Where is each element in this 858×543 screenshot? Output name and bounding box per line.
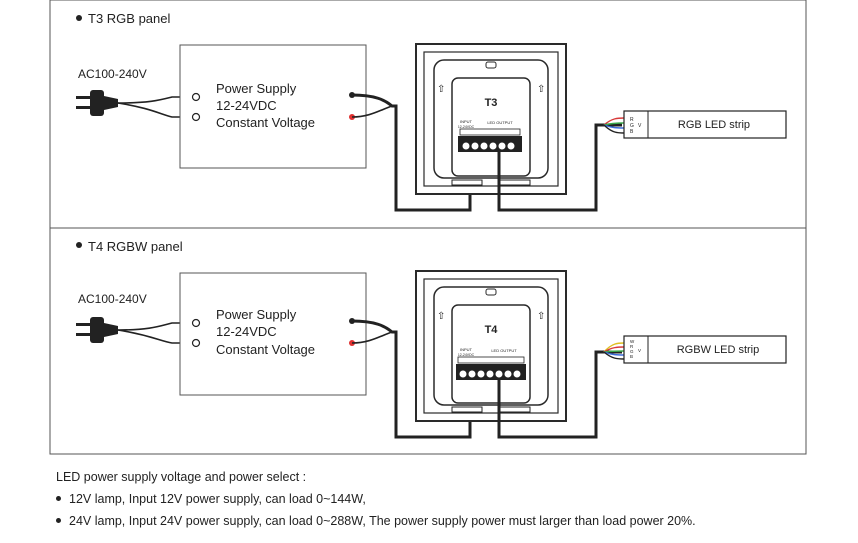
bullet-dot [56,496,61,502]
ac-wire [117,96,192,104]
psu-ac-terminal [191,112,201,122]
panel-model-label: T3 [485,97,498,109]
ac-plug-icon [76,317,118,343]
strip-pin-label: V [638,123,642,129]
bullet-dot [56,518,61,524]
rgb-led-strip [623,110,787,139]
power-select-notes: LED power supply voltage and power selec… [56,466,846,532]
bullet-dot [76,242,82,248]
t4-panel: ⇧ ⇧ T4 INPUT 12-24VDC LED OUTPUT [415,270,567,422]
psu-ac-terminal [191,318,201,328]
bullet-dot [76,15,82,21]
psu-ac-terminal [191,338,201,348]
strip-pin-label: B [630,129,634,135]
rgbw-led-strip [623,335,787,364]
note-item: 24V lamp, Input 24V power supply, can lo… [56,510,846,532]
strip-pin-label: G [630,349,634,354]
terminal-block [458,369,522,379]
output-label: LED OUTPUT [487,120,513,125]
dc-wire [351,319,472,439]
strip-pin-label: R [630,344,634,349]
input-sublabel: 12-24VDC [458,353,475,357]
section-t4: T4 RGBW panel AC100-240V Power Supply 12… [76,239,787,439]
strip-pin-label: G [630,123,634,129]
psu-ac-terminal [191,92,201,102]
note-item: 12V lamp, Input 12V power supply, can lo… [56,488,846,510]
note-text: 12V lamp, Input 12V power supply, can lo… [69,492,366,506]
section-title: T3 RGB panel [88,11,170,26]
strip-pin-label: B [630,354,633,359]
strip-label: RGB LED strip [678,119,750,131]
psu-label-line2: 12-24VDC [216,98,277,113]
section-title: T4 RGBW panel [88,239,183,254]
psu-label-line3: Constant Voltage [216,342,315,357]
arrow-up-icon: ⇧ [437,84,445,95]
psu-label-line1: Power Supply [216,307,297,322]
psu-label-line2: 12-24VDC [216,324,277,339]
arrow-up-icon: ⇧ [537,84,545,95]
section-frame-t4 [49,227,807,455]
ac-voltage-label: AC100-240V [78,67,147,81]
arrow-up-icon: ⇧ [537,311,545,322]
psu-label-line3: Constant Voltage [216,115,315,130]
output-label: LED OUTPUT [491,348,517,353]
input-sublabel: 12-24VDC [458,125,475,129]
panel-model-label: T4 [485,324,499,336]
wiring-diagram: T3 RGB panel AC100-240V Power Supply 12-… [49,0,807,455]
notes-heading: LED power supply voltage and power selec… [56,470,307,484]
arrow-up-icon: ⇧ [437,311,445,322]
strip-pin-label: R [630,117,634,123]
terminal-block [461,141,516,151]
ac-voltage-label: AC100-240V [78,292,147,306]
input-label: INPUT [460,119,473,124]
note-text: 24V lamp, Input 24V power supply, can lo… [69,514,696,528]
dc-wire [351,93,472,212]
ac-wire [117,322,192,331]
ac-plug-icon [76,90,118,116]
input-label: INPUT [460,347,473,352]
section-t3: T3 RGB panel AC100-240V Power Supply 12-… [76,11,787,212]
strip-label: RGBW LED strip [677,344,760,356]
psu-label-line1: Power Supply [216,81,297,96]
strip-pin-label: V [638,348,641,353]
t3-panel: ⇧ ⇧ T3 INPUT 12-24VDC LED OUTPUT [415,43,567,195]
power-supply-box [179,44,367,169]
power-supply-box [179,272,367,396]
strip-pin-label: W [630,339,635,344]
